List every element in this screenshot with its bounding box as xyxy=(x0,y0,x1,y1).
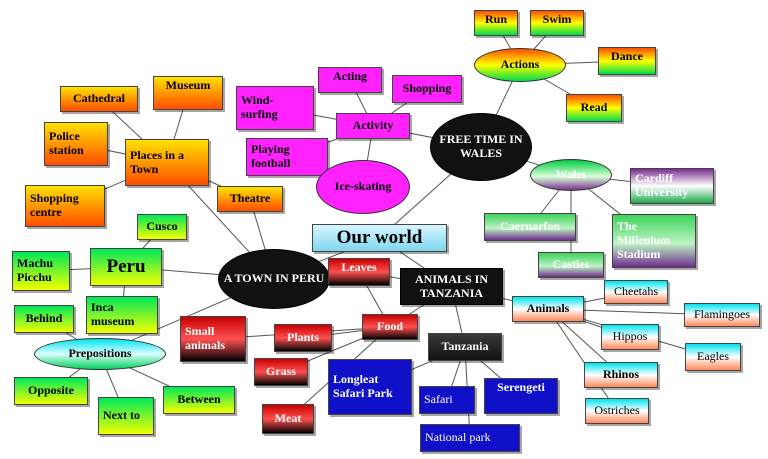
node-windsurfing: Wind-surfing xyxy=(236,86,314,130)
node-animals: Animals xyxy=(512,296,584,322)
node-castles: Castles xyxy=(538,252,604,278)
hub-free-time-in-wales: FREE TIME IN WALES xyxy=(430,113,532,181)
node-national-park: National park xyxy=(420,424,520,452)
node-dance: Dance xyxy=(598,47,656,75)
node-longleat-safari-park: Longleat Safari Park xyxy=(328,359,412,415)
node-prepositions: Prepositions xyxy=(34,338,166,370)
node-cheetahs: Cheetahs xyxy=(604,280,668,304)
node-millenium-stadium: The Millenium Stadium xyxy=(612,214,696,268)
hub-a-town-in-peru: A TOWN IN PERU xyxy=(218,249,330,309)
node-caernarfon: Caernarfon xyxy=(484,213,576,241)
node-wales: Wales xyxy=(530,159,612,191)
node-shopping: Shopping xyxy=(392,75,462,103)
node-peru: Peru xyxy=(90,248,162,286)
node-police-station: Police station xyxy=(44,122,108,166)
node-opposite: Opposite xyxy=(14,377,88,405)
node-behind: Behind xyxy=(14,305,74,333)
node-between: Between xyxy=(163,386,235,414)
node-small-animals: Small animals xyxy=(180,316,246,362)
node-next-to: Next to xyxy=(98,397,154,435)
center-node-our-world: Our world xyxy=(312,224,447,252)
node-food: Food xyxy=(362,314,418,340)
node-places-in-a-town: Places in a Town xyxy=(125,139,209,186)
node-machu-picchu: Machu Picchu xyxy=(12,251,70,291)
node-actions: Actions xyxy=(474,48,566,82)
node-cathedral: Cathedral xyxy=(60,86,138,112)
node-read: Read xyxy=(566,94,622,122)
node-ostriches: Ostriches xyxy=(585,398,649,424)
node-serengeti: Serengeti xyxy=(484,378,558,414)
node-flamingoes: Flamingoes xyxy=(684,303,760,327)
node-theatre: Theatre xyxy=(217,186,283,212)
node-playing-football: Playing football xyxy=(246,138,328,176)
node-tanzania: Tanzania xyxy=(428,333,502,361)
node-inca-museum: Inca museum xyxy=(86,296,158,334)
connector-node-animals-to-node-ostriches xyxy=(547,308,618,412)
node-cusco: Cusco xyxy=(137,214,187,240)
node-ice-skating: Ice-skating xyxy=(316,160,410,214)
node-plants: Plants xyxy=(274,324,332,352)
node-grass: Grass xyxy=(254,358,308,386)
node-cardiff-university: Cardiff University xyxy=(630,168,714,204)
node-acting: Acting xyxy=(318,67,382,93)
node-leaves: Leaves xyxy=(328,258,390,286)
node-rhinos: Rhinos xyxy=(584,362,658,388)
node-shopping-centre: Shopping centre xyxy=(25,185,105,227)
node-museum: Museum xyxy=(153,76,223,110)
node-swim: Swim xyxy=(530,10,584,36)
node-safari: Safari xyxy=(419,386,475,414)
node-meat: Meat xyxy=(262,404,314,434)
node-run: Run xyxy=(474,10,518,36)
hub-animals-in-tanzania: ANIMALS IN TANZANIA xyxy=(400,268,503,305)
node-hippos: Hippos xyxy=(601,324,659,350)
node-eagles: Eagles xyxy=(685,343,741,371)
node-activity: Activity xyxy=(336,113,410,139)
